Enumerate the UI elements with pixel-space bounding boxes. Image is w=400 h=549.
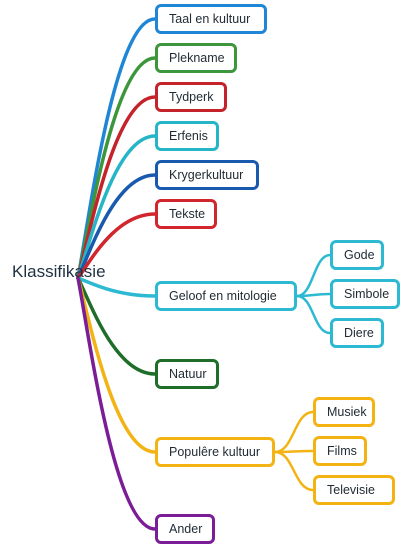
child-node-gode: Gode: [330, 240, 384, 270]
child-node-simbole: Simbole: [330, 279, 400, 309]
connector-line: [76, 212, 157, 280]
child-connector-line: [273, 450, 315, 492]
child-connector-line: [273, 410, 315, 454]
branch-node-natuur: Natuur: [155, 359, 219, 389]
child-node-diere: Diere: [330, 318, 384, 348]
child-node-televisie: Televisie: [313, 475, 395, 505]
branch-node-krygerkultuur: Krygerkultuur: [155, 160, 259, 190]
child-connector-line: [295, 294, 332, 335]
child-node-musiek: Musiek: [313, 397, 375, 427]
connector-line: [76, 276, 157, 376]
branch-node-tydperk: Tydperk: [155, 82, 227, 112]
connector-line: [76, 276, 157, 531]
root-node-label: Klassifikasie: [12, 262, 106, 281]
connector-line: [76, 173, 157, 280]
branch-node-taal-en-kultuur: Taal en kultuur: [155, 4, 267, 34]
branch-node-geloof-en-mitologie: Geloof en mitologie: [155, 281, 297, 311]
branch-node-populere-kultuur: Populêre kultuur: [155, 437, 275, 467]
branch-node-ander: Ander: [155, 514, 215, 544]
connector-line: [76, 276, 157, 298]
branch-node-tekste: Tekste: [155, 199, 217, 229]
child-connector-line: [273, 449, 315, 454]
child-connector-line: [295, 253, 332, 298]
child-node-films: Films: [313, 436, 367, 466]
branch-node-plekname: Plekname: [155, 43, 237, 73]
branch-node-erfenis: Erfenis: [155, 121, 219, 151]
